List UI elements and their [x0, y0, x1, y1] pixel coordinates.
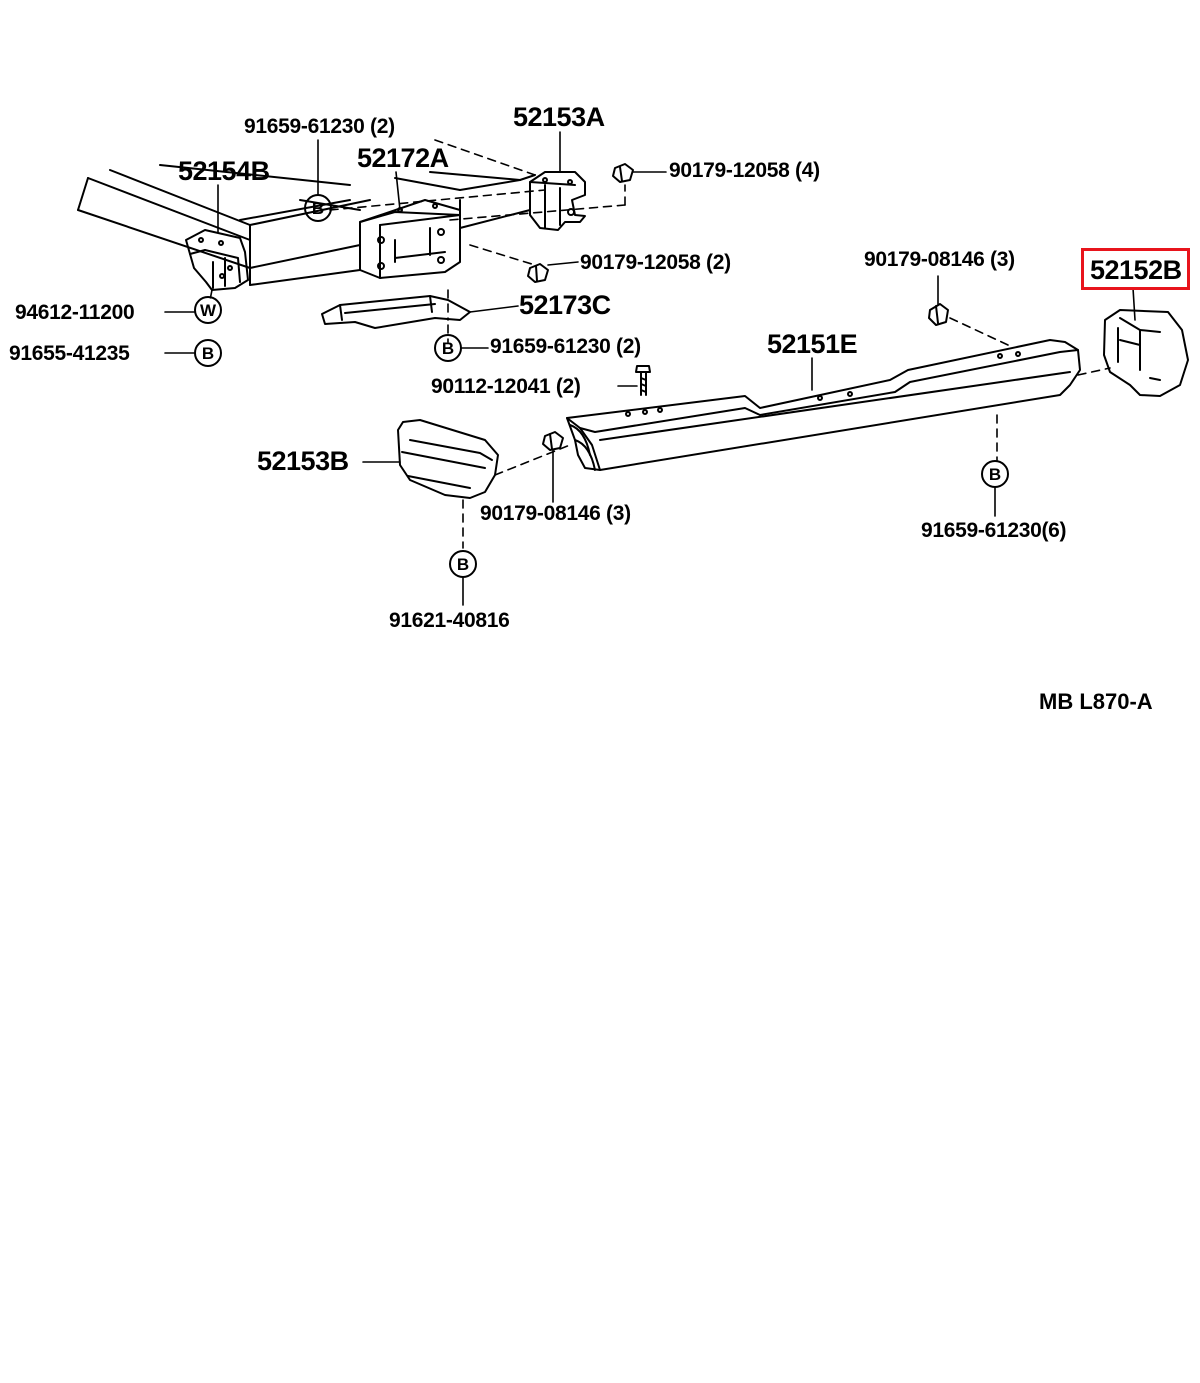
bracket-52153a — [529, 171, 586, 231]
leader-lines — [164, 131, 1136, 606]
label-90179-08146-top[interactable]: 90179-08146 (3) — [864, 248, 1015, 271]
bracket-52172a — [359, 199, 461, 279]
nut-90179-08146-bottom — [542, 431, 564, 451]
bolt-symbol: B — [202, 344, 214, 363]
label-52151e[interactable]: 52151E — [767, 329, 858, 359]
frame-rail — [77, 164, 536, 286]
bracket-52154b — [185, 229, 249, 291]
plate-52173c — [321, 295, 471, 329]
label-91655-41235[interactable]: 91655-41235 — [9, 342, 130, 365]
nut-90179-12058-4 — [612, 163, 634, 183]
label-52153a[interactable]: 52153A — [513, 102, 605, 132]
bolt-symbol: B — [312, 199, 324, 218]
nut-90179-12058-2 — [527, 263, 549, 283]
bolt-90112-12041 — [635, 365, 651, 396]
label-52152b-highlighted[interactable]: 52152B — [1081, 248, 1190, 290]
label-90179-08146-bottom[interactable]: 90179-08146 (3) — [480, 502, 631, 525]
diagram-code: MB L870-A — [1039, 689, 1153, 714]
assembly-lines — [209, 139, 1111, 549]
washer-symbol: W — [200, 301, 217, 320]
label-91659-61230-mid[interactable]: 91659-61230 (2) — [490, 335, 641, 358]
label-90179-12058-2[interactable]: 90179-12058 (2) — [580, 251, 731, 274]
label-52172a[interactable]: 52172A — [357, 143, 449, 173]
label-91659-61230-6[interactable]: 91659-61230(6) — [921, 519, 1067, 542]
bolt-symbol: B — [457, 555, 469, 574]
end-cap-52152b — [1103, 309, 1189, 397]
label-94612-11200[interactable]: 94612-11200 — [15, 301, 135, 324]
label-90112-12041[interactable]: 90112-12041 (2) — [431, 375, 581, 398]
bolt-symbol: B — [989, 465, 1001, 484]
label-90179-12058-4[interactable]: 90179-12058 (4) — [669, 159, 820, 182]
bolt-symbol: B — [442, 339, 454, 358]
label-91621-40816[interactable]: 91621-40816 — [389, 609, 510, 632]
fastener-symbols — [194, 194, 1009, 578]
label-52154b[interactable]: 52154B — [178, 156, 270, 186]
end-cap-52153b — [397, 419, 499, 499]
label-52173c[interactable]: 52173C — [519, 290, 611, 320]
bumper-52151e — [566, 339, 1081, 471]
label-52153b[interactable]: 52153B — [257, 446, 349, 476]
nut-90179-08146-top — [928, 303, 949, 326]
label-91659-61230-top[interactable]: 91659-61230 (2) — [244, 115, 395, 138]
